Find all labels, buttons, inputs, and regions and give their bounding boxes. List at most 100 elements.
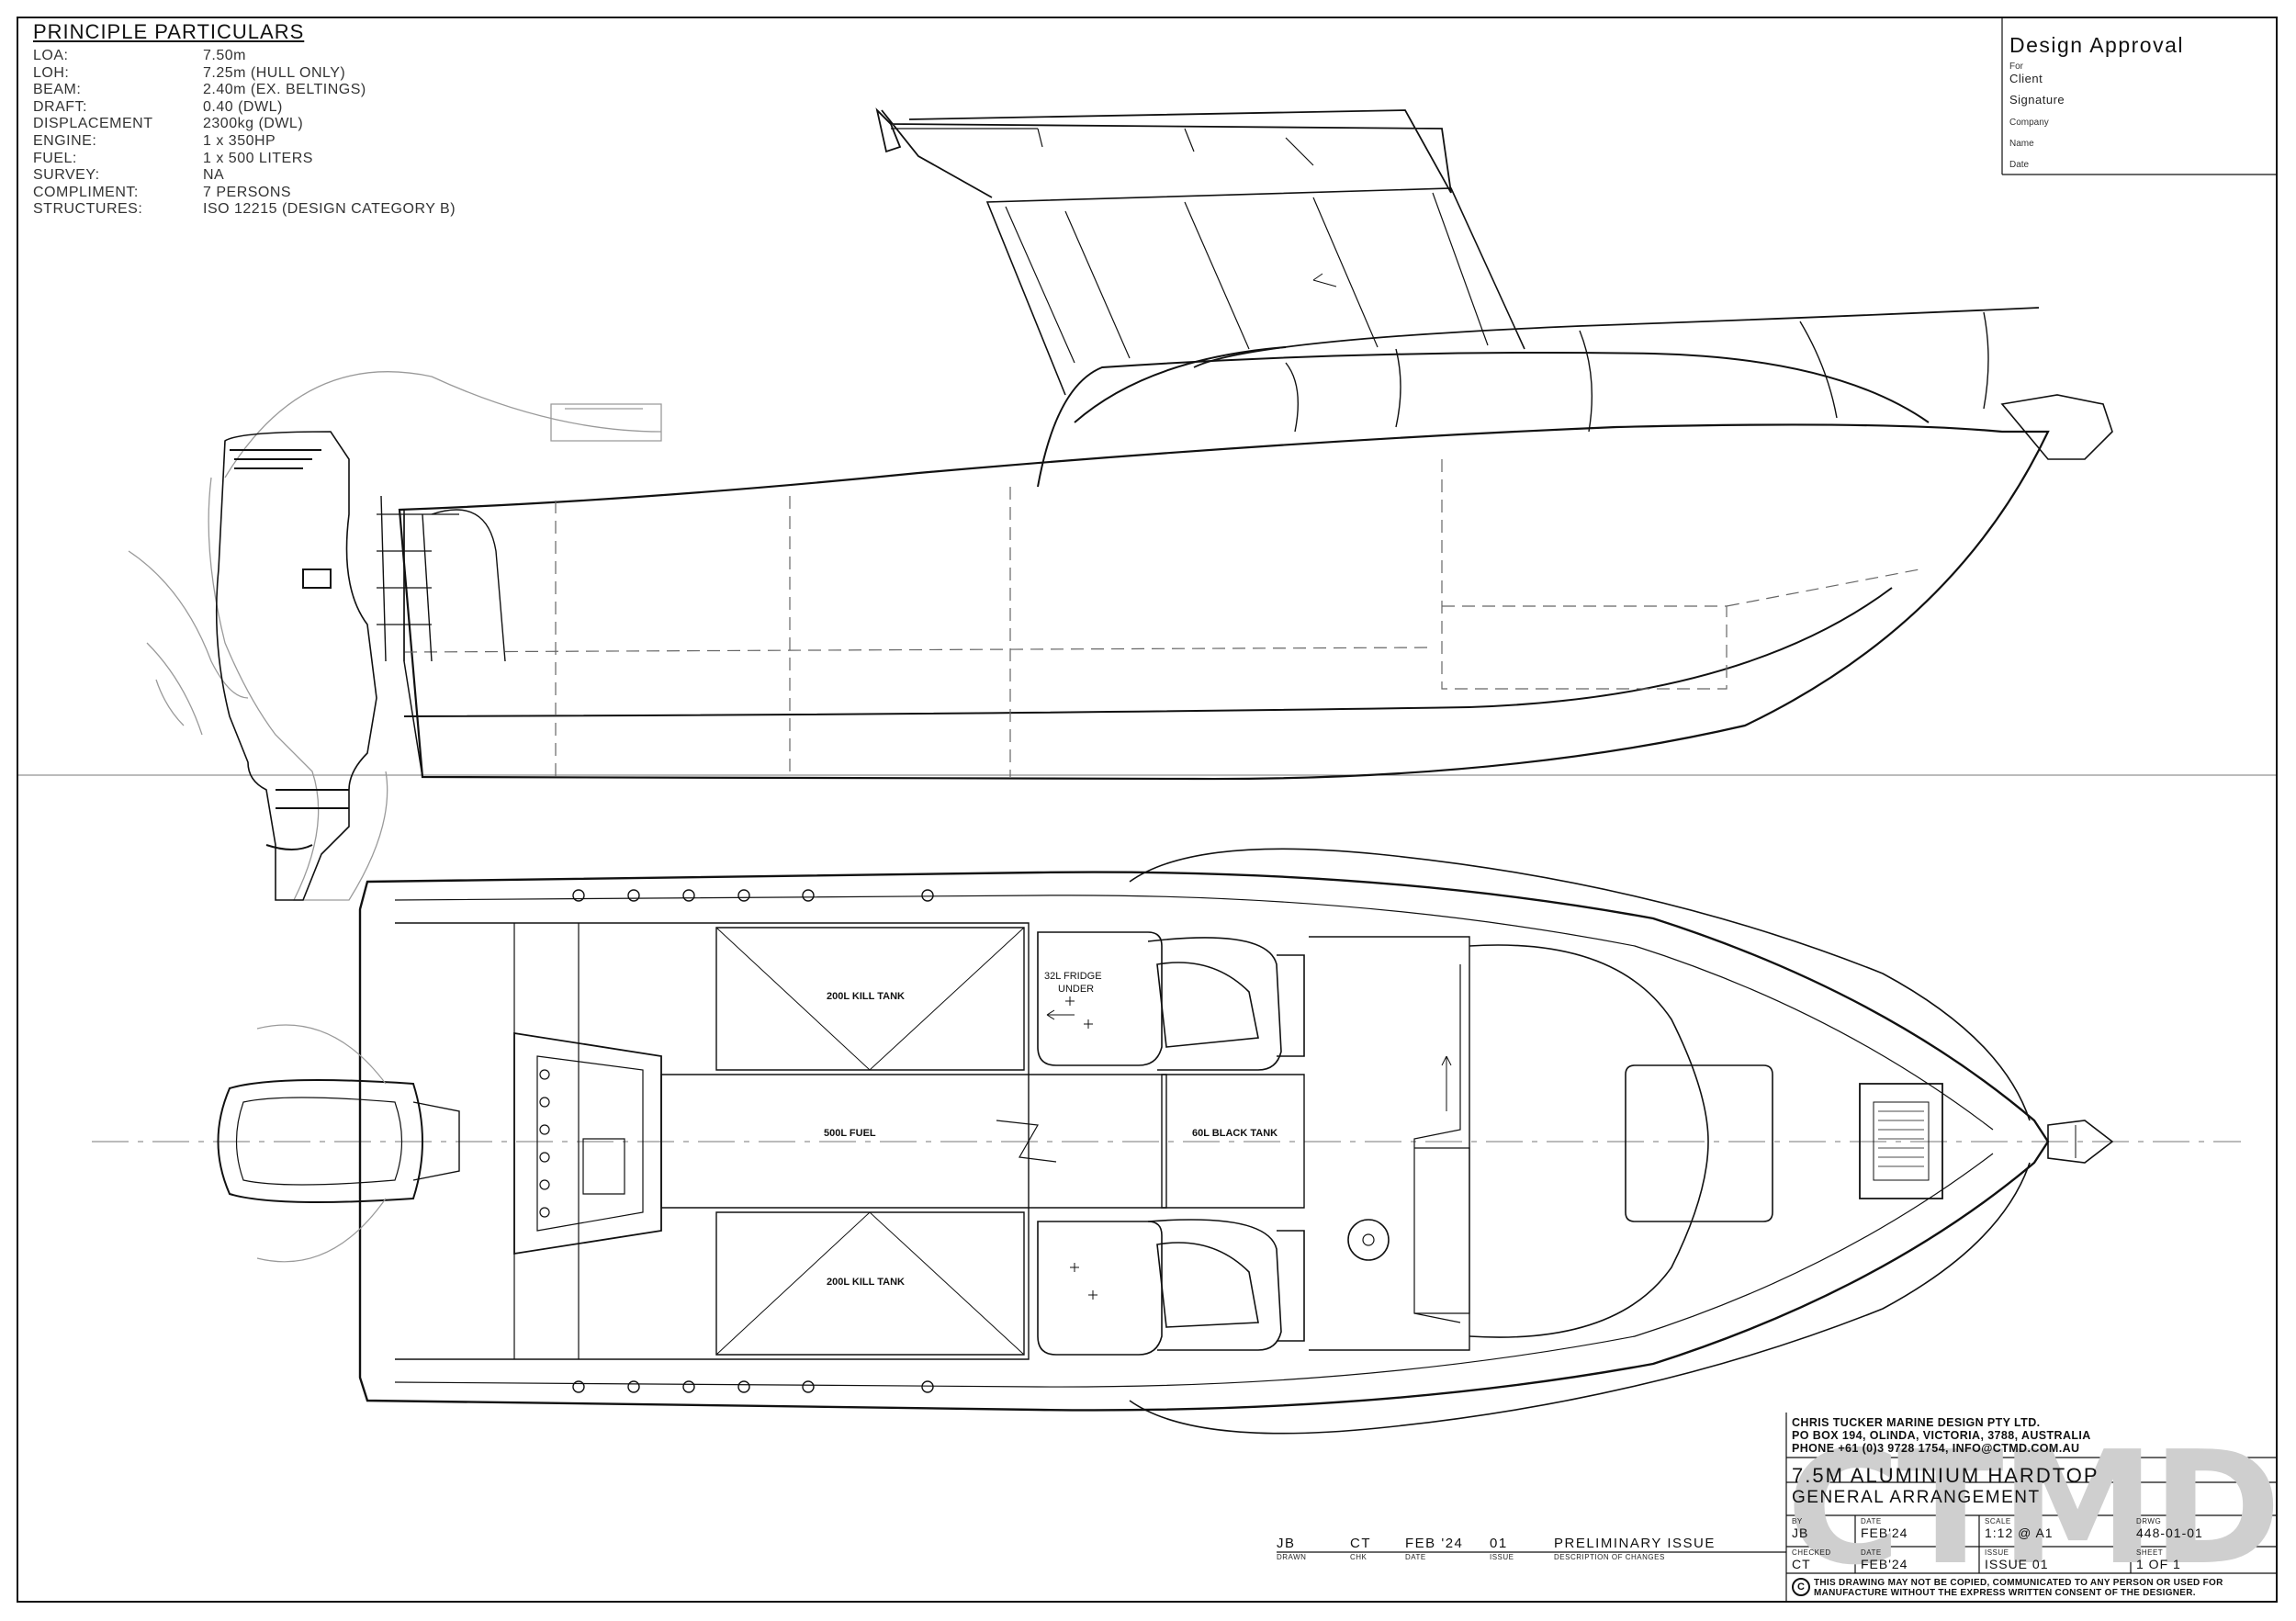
rev-date: FEB '24 bbox=[1405, 1536, 1464, 1551]
kill-tank-bottom-cross bbox=[715, 1211, 1025, 1356]
bow-rail-stanchions bbox=[1285, 311, 1989, 433]
by-cell: BY JB bbox=[1792, 1517, 1808, 1540]
windscreen-arrow bbox=[1312, 273, 1337, 287]
particulars-value: 2.40m (EX. BELTINGS) bbox=[203, 82, 366, 98]
particulars-value: 7 PERSONS bbox=[203, 184, 292, 200]
particulars-row: SURVEY:NA bbox=[33, 167, 456, 185]
for-label: For bbox=[2009, 62, 2023, 72]
bow-rail bbox=[1193, 307, 2040, 368]
steering-wheel bbox=[1347, 1219, 1390, 1261]
chine-line bbox=[403, 587, 1893, 717]
outboard-ghost-plan bbox=[256, 1024, 387, 1263]
deck-line-bottom bbox=[394, 1153, 1994, 1388]
particulars-row: LOA:7.50m bbox=[33, 48, 456, 65]
foredeck-hatch bbox=[1625, 1064, 1773, 1222]
internal-structure-dashed bbox=[403, 459, 1920, 777]
particulars-row: DISPLACEMENT 2300kg (DWL) bbox=[33, 116, 456, 133]
drwg-cell: DRWG 448-01-01 bbox=[2136, 1517, 2203, 1540]
console-outline bbox=[1413, 964, 1461, 1323]
fuel-tank-break bbox=[996, 1120, 1057, 1163]
by-value: JB bbox=[1792, 1525, 1809, 1540]
deck-line-top bbox=[394, 895, 1994, 1131]
company-details: CHRIS TUCKER MARINE DESIGN PTY LTD. PO B… bbox=[1792, 1416, 2091, 1455]
particulars-value: 7.25m (HULL ONLY) bbox=[203, 64, 346, 81]
bait-station-rodholders bbox=[539, 1069, 550, 1218]
date-label: DATE bbox=[1861, 1517, 1882, 1525]
black-tank bbox=[1161, 1074, 1305, 1209]
sheet-cell: SHEET 1 OF 1 bbox=[2136, 1548, 2181, 1571]
company-address: PO BOX 194, OLINDA, VICTORIA, 3788, AUST… bbox=[1792, 1429, 2091, 1442]
hull-profile bbox=[398, 423, 2050, 781]
black-tank-label: 60L BLACK TANK bbox=[1192, 1128, 1278, 1139]
design-approval-title: Design Approval bbox=[2009, 33, 2184, 57]
title-block-lines bbox=[1785, 1413, 2278, 1603]
date2-label: DATE bbox=[1861, 1548, 1882, 1557]
particulars-value: NA bbox=[203, 167, 225, 184]
particulars-row: LOH: 7.25m (HULL ONLY) bbox=[33, 65, 456, 83]
cabin-top-outline bbox=[1469, 944, 1709, 1338]
signature-label: Signature bbox=[2009, 93, 2065, 107]
particulars-value: 1 x 350HP bbox=[203, 132, 276, 149]
scale-cell: SCALE 1:12 @ A1 bbox=[1985, 1517, 2054, 1540]
outboard-cowl bbox=[235, 1097, 403, 1186]
particulars-value: 2300kg (DWL) bbox=[203, 116, 304, 132]
sheet-value: 1 OF 1 bbox=[2136, 1557, 2181, 1571]
console-panel bbox=[1414, 1147, 1470, 1314]
copyright-notice: THIS DRAWING MAY NOT BE COPIED, COMMUNIC… bbox=[1814, 1578, 2223, 1598]
copyright-icon: C bbox=[1792, 1578, 1810, 1596]
particulars-label: DISPLACEMENT bbox=[33, 116, 153, 132]
checked-cell: CHECKED CT bbox=[1792, 1548, 1831, 1571]
company-name: CHRIS TUCKER MARINE DESIGN PTY LTD. bbox=[1792, 1416, 2041, 1429]
kill-tank-top-cross bbox=[715, 927, 1025, 1071]
steering-hub bbox=[1362, 1233, 1375, 1246]
hardtop-antenna bbox=[875, 107, 902, 153]
drwg-label: DRWG bbox=[2136, 1517, 2162, 1525]
windscreen-mullions bbox=[1005, 192, 1489, 364]
issue-cell: ISSUE ISSUE 01 bbox=[1985, 1548, 2048, 1571]
cabin-side-window bbox=[1074, 346, 1287, 423]
particulars-row: BEAM: 2.40m (EX. BELTINGS) bbox=[33, 82, 456, 99]
particulars-label: LOA: bbox=[33, 48, 69, 63]
particulars-row: ENGINE:1 x 350HP bbox=[33, 133, 456, 151]
particulars-label: DRAFT: bbox=[33, 98, 87, 115]
hardtop-roof bbox=[876, 109, 1452, 198]
cabin-roofline bbox=[1037, 352, 1930, 488]
drwg-value: 448-01-01 bbox=[2136, 1525, 2203, 1540]
particulars-title: PRINCIPLE PARTICULARS bbox=[33, 20, 305, 43]
company-contact: PHONE +61 (0)3 9728 1754, INFO@CTMD.COM.… bbox=[1792, 1442, 2080, 1455]
kill-tank-bottom-label: 200L KILL TANK bbox=[827, 1277, 905, 1288]
rev-description-label: DESCRIPTION OF CHANGES bbox=[1554, 1553, 1665, 1561]
bow-rail-plan-top bbox=[1129, 848, 2031, 1121]
particulars-label: LOH: bbox=[33, 64, 70, 81]
issue-label: ISSUE bbox=[1985, 1548, 2009, 1557]
fuel-tank-label: 500L FUEL bbox=[824, 1128, 876, 1139]
anchor-winch-lines bbox=[1878, 1110, 1924, 1167]
anchor-well bbox=[1859, 1083, 1943, 1199]
particulars-label: BEAM: bbox=[33, 82, 82, 98]
checked-label: CHECKED bbox=[1792, 1548, 1831, 1557]
name-label: Name bbox=[2009, 139, 2034, 149]
particulars-row: STRUCTURES:ISO 12215 (DESIGN CATEGORY B) bbox=[33, 201, 456, 219]
scale-value: 1:12 @ A1 bbox=[1985, 1525, 2054, 1540]
rev-description: PRELIMINARY ISSUE bbox=[1554, 1536, 1716, 1551]
project-title: 7.5M ALUMINIUM HARDTOP bbox=[1792, 1464, 2099, 1487]
bow-roller bbox=[2047, 1120, 2114, 1164]
kill-tank-top bbox=[715, 927, 1025, 1071]
particulars-label: STRUCTURES: bbox=[33, 201, 143, 218]
rev-issue-label: ISSUE bbox=[1490, 1553, 1514, 1561]
rev-issue: 01 bbox=[1490, 1536, 1508, 1551]
kill-tank-top-label: 200L KILL TANK bbox=[827, 991, 905, 1002]
particulars-row: FUEL:1 x 500 LITERS bbox=[33, 151, 456, 168]
hardtop-rails bbox=[891, 128, 1314, 166]
bait-station-sink bbox=[582, 1138, 625, 1195]
gunwale-fittings bbox=[572, 889, 934, 1393]
windscreen-frame bbox=[985, 187, 1525, 396]
particulars-row: COMPLIMENT:7 PERSONS bbox=[33, 185, 456, 202]
scale-label: SCALE bbox=[1985, 1517, 2011, 1525]
design-approval-block: Design Approval For Client Signature Com… bbox=[2009, 33, 2278, 170]
particulars-value: 1 x 500 LITERS bbox=[203, 150, 313, 166]
